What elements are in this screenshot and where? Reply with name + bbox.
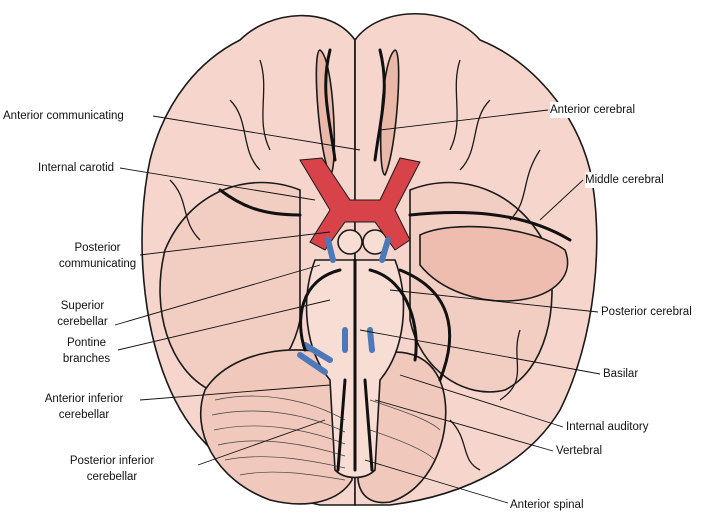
- label-vertebral: Vertebral: [556, 443, 603, 459]
- label-line-2: cerebellar: [57, 316, 108, 328]
- label-middle-cerebral: Middle cerebral: [585, 172, 664, 188]
- label-anterior-cerebral: Anterior cerebral: [550, 102, 636, 118]
- label-line-1: Pontine: [66, 337, 106, 349]
- label-internal-auditory: Internal auditory: [566, 419, 649, 435]
- label-posterior-cerebral: Posterior cerebral: [601, 304, 692, 320]
- label-anterior-inferior-cerebellar: Anterior inferior cerebellar: [30, 391, 138, 423]
- label-line-1: Anterior inferior: [44, 393, 124, 405]
- right-insula-region: [419, 225, 569, 302]
- label-line-2: cerebellar: [58, 409, 110, 421]
- label-line-1: Superior: [60, 300, 105, 312]
- blue-arteries: [297, 237, 391, 375]
- label-basilar: Basilar: [603, 366, 639, 382]
- label-posterior-communicating: Posterior communicating: [55, 240, 140, 272]
- label-line-1: Posterior: [74, 242, 121, 254]
- label-anterior-spinal: Anterior spinal: [510, 497, 584, 513]
- label-pontine-branches: Pontine branches: [55, 335, 118, 367]
- label-line-1: Posterior inferior: [69, 455, 155, 467]
- label-posterior-inferior-cerebellar: Posterior inferior cerebellar: [28, 453, 196, 485]
- label-line-2: branches: [62, 353, 111, 365]
- label-internal-carotid: Internal carotid: [38, 160, 115, 176]
- circle-of-willis-red: [299, 157, 421, 251]
- label-line-2: communicating: [58, 258, 137, 270]
- label-superior-cerebellar: Superior cerebellar: [50, 298, 115, 330]
- label-line-2: cerebellar: [86, 471, 138, 483]
- label-anterior-communicating: Anterior communicating: [3, 108, 124, 124]
